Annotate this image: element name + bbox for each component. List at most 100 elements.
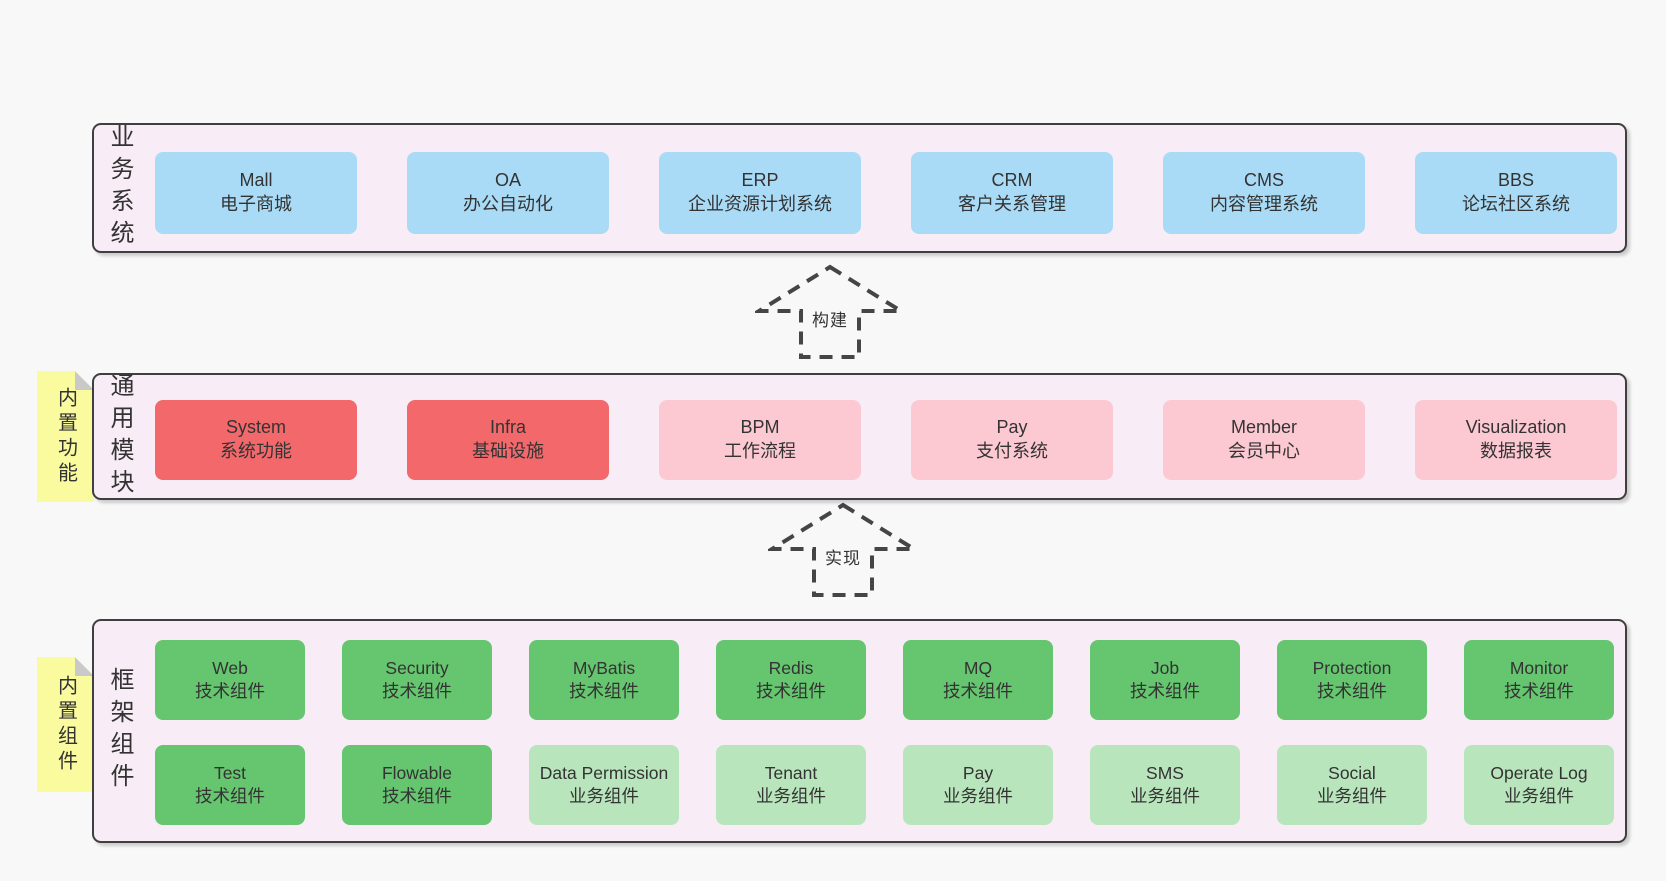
component-box-sms: SMS 业务组件: [1090, 745, 1240, 825]
builtin-features-note: 内置功能: [37, 371, 94, 502]
box-subtitle: 工作流程: [724, 441, 796, 461]
component-box-mybatis: MyBatis 技术组件: [529, 640, 679, 720]
component-box-monitor: Monitor 技术组件: [1464, 640, 1614, 720]
component-box-test: Test 技术组件: [155, 745, 305, 825]
box-title: Security: [385, 657, 449, 678]
system-box-cms: CMS 内容管理系统: [1163, 152, 1365, 234]
module-box-system: System 系统功能: [155, 400, 357, 480]
box-title: CMS: [1244, 170, 1284, 191]
up-arrow-icon: [755, 264, 905, 359]
component-box-social: Social 业务组件: [1277, 745, 1427, 825]
box-subtitle: 技术组件: [382, 681, 452, 701]
business-systems-layer: 业务系统 Mall 电子商城 OA 办公自动化 ERP 企业资源计划系统 CRM…: [92, 123, 1627, 253]
module-box-bpm: BPM 工作流程: [659, 400, 861, 480]
system-box-crm: CRM 客户关系管理: [911, 152, 1113, 234]
module-box-infra: Infra 基础设施: [407, 400, 609, 480]
component-box-operate-log: Operate Log 业务组件: [1464, 745, 1614, 825]
implement-arrow: 实现: [768, 500, 918, 600]
box-title: Monitor: [1509, 657, 1569, 678]
up-arrow-icon: [768, 502, 918, 597]
build-arrow: 构建: [755, 262, 905, 362]
box-title: Flowable: [381, 762, 453, 783]
framework-components-row-1: Web 技术组件 Security 技术组件 MyBatis 技术组件 Redi…: [155, 640, 1614, 720]
box-subtitle: 会员中心: [1228, 441, 1300, 461]
business-systems-row: Mall 电子商城 OA 办公自动化 ERP 企业资源计划系统 CRM 客户关系…: [155, 152, 1617, 234]
system-box-erp: ERP 企业资源计划系统: [659, 152, 861, 234]
box-subtitle: 技术组件: [1130, 681, 1200, 701]
box-title: Operate Log: [1490, 762, 1588, 783]
component-box-protection: Protection 技术组件: [1277, 640, 1427, 720]
box-subtitle: 业务组件: [756, 786, 826, 806]
box-title: System: [225, 417, 286, 438]
box-title: SMS: [1146, 762, 1184, 783]
box-subtitle: 业务组件: [1504, 786, 1574, 806]
common-modules-layer: 通用模块 System 系统功能 Infra 基础设施 BPM 工作流程 Pay…: [92, 372, 1627, 501]
box-title: BPM: [740, 417, 780, 438]
box-title: BBS: [1497, 170, 1535, 191]
framework-components-row-2: Test 技术组件 Flowable 技术组件 Data Permission …: [155, 745, 1614, 825]
implement-arrow-label: 实现: [821, 542, 865, 571]
box-subtitle: 业务组件: [569, 786, 639, 806]
component-box-pay: Pay 业务组件: [903, 745, 1053, 825]
box-subtitle: 电子商城: [220, 194, 292, 214]
component-box-job: Job 技术组件: [1090, 640, 1240, 720]
box-title: OA: [494, 170, 521, 191]
module-box-member: Member 会员中心: [1163, 400, 1365, 480]
system-box-oa: OA 办公自动化: [407, 152, 609, 234]
box-subtitle: 技术组件: [1504, 681, 1574, 701]
common-modules-label: 通用模块: [106, 372, 133, 501]
builtin-components-note-label: 内置组件: [54, 674, 77, 775]
box-subtitle: 系统功能: [220, 441, 292, 461]
module-box-pay: Pay 支付系统: [911, 400, 1113, 480]
box-title: Tenant: [764, 762, 818, 783]
box-subtitle: 基础设施: [472, 441, 544, 461]
box-title: Protection: [1312, 657, 1392, 678]
box-title: Pay: [996, 417, 1028, 438]
builtin-features-note-label: 内置功能: [54, 386, 77, 487]
box-subtitle: 业务组件: [1130, 786, 1200, 806]
box-subtitle: 业务组件: [1317, 786, 1387, 806]
component-box-security: Security 技术组件: [342, 640, 492, 720]
system-box-mall: Mall 电子商城: [155, 152, 357, 234]
box-subtitle: 办公自动化: [463, 194, 553, 214]
box-title: MyBatis: [572, 657, 636, 678]
framework-components-label: 框架组件: [106, 667, 133, 795]
box-title: Web: [212, 657, 248, 678]
box-title: Mall: [239, 170, 273, 191]
box-subtitle: 技术组件: [195, 786, 265, 806]
box-subtitle: 数据报表: [1480, 441, 1552, 461]
box-title: Visualization: [1465, 417, 1567, 438]
builtin-components-note: 内置组件: [37, 657, 94, 792]
system-box-bbs: BBS 论坛社区系统: [1415, 152, 1617, 234]
box-subtitle: 客户关系管理: [958, 194, 1066, 214]
box-subtitle: 企业资源计划系统: [688, 194, 832, 214]
box-title: Pay: [962, 762, 994, 783]
component-box-redis: Redis 技术组件: [716, 640, 866, 720]
component-box-mq: MQ 技术组件: [903, 640, 1053, 720]
box-title: Social: [1328, 762, 1376, 783]
box-title: Member: [1230, 417, 1297, 438]
box-title: Redis: [768, 657, 814, 678]
box-subtitle: 技术组件: [195, 681, 265, 701]
business-systems-label: 业务系统: [106, 124, 133, 252]
component-box-tenant: Tenant 业务组件: [716, 745, 866, 825]
box-title: MQ: [963, 657, 993, 678]
component-box-web: Web 技术组件: [155, 640, 305, 720]
box-title: ERP: [741, 170, 779, 191]
framework-components-layer: 框架组件 Web 技术组件 Security 技术组件 MyBatis 技术组件…: [92, 619, 1627, 843]
box-subtitle: 技术组件: [756, 681, 826, 701]
box-title: Infra: [489, 417, 527, 438]
module-box-visualization: Visualization 数据报表: [1415, 400, 1617, 480]
box-title: Test: [213, 762, 247, 783]
common-modules-row: System 系统功能 Infra 基础设施 BPM 工作流程 Pay 支付系统…: [155, 400, 1617, 480]
box-subtitle: 技术组件: [569, 681, 639, 701]
box-subtitle: 技术组件: [1317, 681, 1387, 701]
component-box-flowable: Flowable 技术组件: [342, 745, 492, 825]
box-title: Data Permission: [539, 762, 669, 783]
box-subtitle: 内容管理系统: [1210, 194, 1318, 214]
box-subtitle: 支付系统: [976, 441, 1048, 461]
box-subtitle: 论坛社区系统: [1462, 194, 1570, 214]
box-subtitle: 技术组件: [943, 681, 1013, 701]
build-arrow-label: 构建: [808, 304, 852, 333]
component-box-data-permission: Data Permission 业务组件: [529, 745, 679, 825]
